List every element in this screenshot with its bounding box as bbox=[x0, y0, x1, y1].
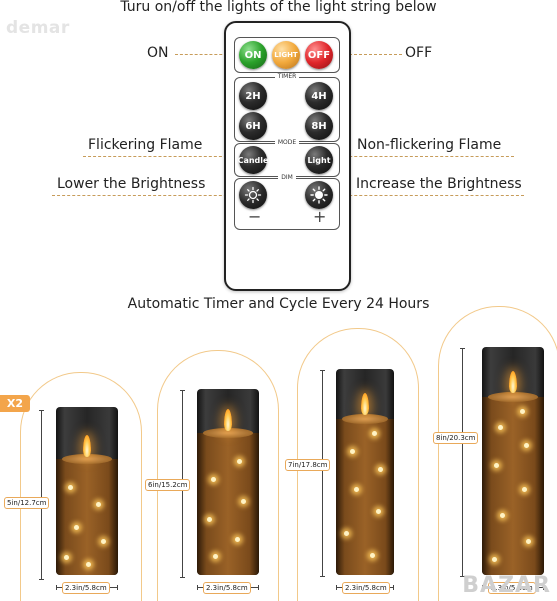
dim-up-button[interactable] bbox=[305, 181, 333, 209]
arch-2 bbox=[157, 350, 279, 601]
subheading: Automatic Timer and Cycle Every 24 Hours bbox=[127, 296, 430, 312]
label-on: ON bbox=[147, 45, 169, 61]
timer-2h-button[interactable]: 2H bbox=[239, 82, 267, 110]
leader-nonflicker bbox=[334, 156, 514, 157]
sun-dim-icon bbox=[244, 186, 262, 204]
candle-3-width-label: 2.3in/5.8cm bbox=[342, 582, 390, 594]
candle-mode-button[interactable]: Candle bbox=[238, 146, 268, 174]
leader-flicker bbox=[83, 156, 237, 157]
power-group: ON LIGHT OFF bbox=[234, 37, 340, 73]
dim-plus-label: + bbox=[313, 207, 327, 226]
candle-3-height-line bbox=[320, 370, 325, 577]
dim-minus-label: − bbox=[248, 207, 262, 226]
sun-bright-icon bbox=[310, 186, 328, 204]
timer-8h-button[interactable]: 8H bbox=[305, 112, 333, 140]
light-mode-button[interactable]: Light bbox=[305, 146, 333, 174]
headline: Turu on/off the lights of the light stri… bbox=[120, 0, 437, 15]
candle-2-width-label: 2.3in/5.8cm bbox=[203, 582, 251, 594]
candle-4 bbox=[482, 347, 544, 575]
quantity-badge: X2 bbox=[0, 395, 30, 412]
candle-2-height-label: 6in/15.2cm bbox=[145, 479, 191, 491]
candle-1-height-line bbox=[39, 410, 44, 580]
candle-3-height-label: 7in/17.8cm bbox=[285, 459, 331, 471]
label-off: OFF bbox=[405, 45, 433, 61]
mode-title: MODE bbox=[235, 139, 339, 146]
label-increase-brightness: Increase the Brightness bbox=[356, 176, 522, 192]
dim-group: DIM − bbox=[234, 174, 340, 230]
timer-title: TIMER bbox=[235, 73, 339, 80]
candle-1-width-label: 2.3in/5.8cm bbox=[62, 582, 110, 594]
candle-4-height-line bbox=[460, 348, 465, 577]
leader-lower bbox=[52, 195, 237, 196]
candle-2 bbox=[197, 389, 259, 575]
candle-1 bbox=[56, 407, 118, 575]
dim-down-button[interactable] bbox=[239, 181, 267, 209]
mode-group: MODE Candle Light bbox=[234, 139, 340, 177]
label-lower-brightness: Lower the Brightness bbox=[57, 176, 206, 192]
watermark-text: demar bbox=[6, 18, 70, 38]
light-button[interactable]: LIGHT bbox=[272, 41, 300, 69]
arch-1 bbox=[20, 372, 142, 601]
candle-4-height-label: 8in/20.3cm bbox=[433, 432, 479, 444]
candle-1-height-label: 5in/12.7cm bbox=[4, 497, 50, 509]
leader-off bbox=[334, 54, 402, 55]
timer-6h-button[interactable]: 6H bbox=[239, 112, 267, 140]
timer-group: TIMER 2H 4H 6H 8H bbox=[234, 73, 340, 142]
timer-4h-button[interactable]: 4H bbox=[305, 82, 333, 110]
off-button[interactable]: OFF bbox=[305, 41, 333, 69]
on-button[interactable]: ON bbox=[239, 41, 267, 69]
remote-control: ON LIGHT OFF TIMER 2H 4H 6H 8H MODE Cand… bbox=[224, 21, 351, 291]
arch-4 bbox=[438, 306, 557, 601]
label-flickering-flame: Flickering Flame bbox=[88, 137, 203, 153]
label-non-flickering-flame: Non-flickering Flame bbox=[357, 137, 502, 153]
leader-increase bbox=[334, 195, 524, 196]
brand-watermark: BAZAR bbox=[462, 573, 551, 598]
dim-title: DIM bbox=[235, 174, 339, 181]
leader-on bbox=[175, 54, 237, 55]
candle-3 bbox=[336, 369, 394, 575]
candle-4-width-label: 2.3in/5.8cm bbox=[488, 582, 536, 594]
